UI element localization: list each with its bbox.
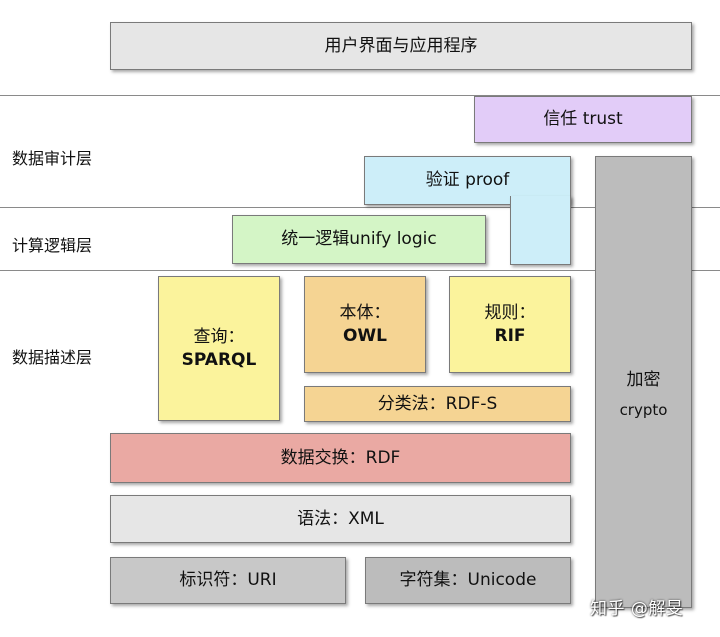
layer-label-audit: 数据审计层 bbox=[12, 149, 93, 168]
unicode-label: 字符集：Unicode bbox=[399, 570, 537, 591]
sparql-label: SPARQL bbox=[181, 349, 257, 370]
uri-box: 标识符：URI bbox=[110, 557, 346, 604]
layer-divider-top bbox=[0, 95, 720, 96]
ontology-owl-box: 本体： OWL bbox=[304, 276, 426, 373]
query-label: 查询： bbox=[193, 326, 245, 347]
rdfs-label: 分类法：RDF-S bbox=[377, 393, 498, 414]
unify-logic-box: 统一逻辑unify logic bbox=[232, 215, 486, 264]
user-interface-box: 用户界面与应用程序 bbox=[110, 22, 692, 70]
rdf-label: 数据交换：RDF bbox=[280, 447, 401, 468]
ontology-label: 本体： bbox=[339, 302, 391, 323]
proof-box-extension bbox=[510, 196, 571, 265]
layer-divider-logic-description bbox=[0, 270, 720, 271]
crypto-label-cn: 加密 bbox=[626, 370, 661, 390]
xml-label: 语法：XML bbox=[297, 508, 384, 529]
rules-rif-box: 规则： RIF bbox=[449, 276, 571, 373]
rif-label: RIF bbox=[494, 325, 526, 346]
trust-box: 信任 trust bbox=[474, 96, 692, 143]
proof-label: 验证 proof bbox=[425, 170, 510, 191]
rdf-box: 数据交换：RDF bbox=[110, 433, 571, 483]
layer-divider-audit-logic bbox=[0, 207, 720, 208]
crypto-label-en: crypto bbox=[619, 400, 668, 419]
layer-label-logic: 计算逻辑层 bbox=[12, 236, 93, 255]
xml-box: 语法：XML bbox=[110, 495, 571, 543]
user-interface-label: 用户界面与应用程序 bbox=[324, 35, 478, 56]
zhihu-watermark: 知乎 @解旻 bbox=[590, 599, 684, 619]
rules-label: 规则： bbox=[484, 302, 536, 323]
crypto-box: 加密 crypto bbox=[595, 156, 692, 608]
layer-label-description: 数据描述层 bbox=[12, 348, 93, 367]
unify-logic-label: 统一逻辑unify logic bbox=[281, 229, 437, 250]
rdfs-box: 分类法：RDF-S bbox=[304, 386, 571, 422]
unicode-box: 字符集：Unicode bbox=[365, 557, 571, 604]
query-sparql-box: 查询： SPARQL bbox=[158, 276, 280, 421]
uri-label: 标识符：URI bbox=[179, 570, 277, 591]
owl-label: OWL bbox=[342, 325, 388, 346]
trust-label: 信任 trust bbox=[543, 109, 623, 130]
